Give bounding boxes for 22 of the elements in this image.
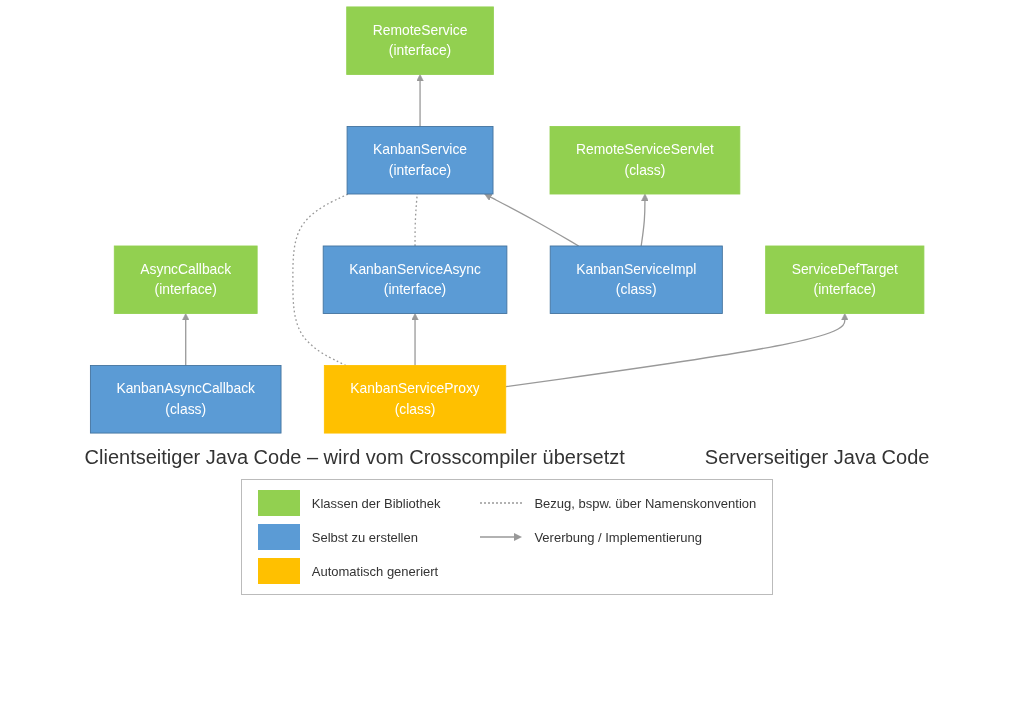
legend-text: Selbst zu erstellen — [311, 529, 418, 545]
arrow — [640, 193, 649, 247]
legend-text: Klassen der Bibliothek — [311, 495, 441, 511]
arrow — [411, 313, 419, 367]
legend-text: Automatisch generiert — [311, 563, 439, 579]
arrow — [504, 313, 849, 388]
node-box: RemoteServiceServlet (class) — [549, 126, 741, 195]
node-box: KanbanServiceAsync (interface) — [322, 245, 508, 314]
arrow — [484, 193, 580, 247]
region-label: Serverseitiger Java Code — [704, 446, 930, 469]
legend-text: Bezug, bspw. über Namenskonvention — [534, 495, 757, 511]
node-box: ServiceDefTarget (interface) — [765, 245, 925, 314]
node-box: KanbanServiceProxy (class) — [323, 365, 506, 434]
node-box: KanbanService (interface) — [346, 126, 494, 195]
node-box: KanbanAsyncCallback (class) — [89, 365, 282, 434]
node-box: KanbanServiceImpl (class) — [549, 245, 723, 314]
node-box: RemoteService (interface) — [346, 6, 494, 75]
legend-text: Vererbung / Implementierung — [534, 529, 703, 545]
region-label: Clientseitiger Java Code – wird vom Crosscompiler übersetzt — [84, 446, 625, 469]
arrow — [181, 313, 190, 367]
arrow — [416, 74, 424, 128]
node-box: AsyncCallback (interface) — [113, 245, 258, 314]
